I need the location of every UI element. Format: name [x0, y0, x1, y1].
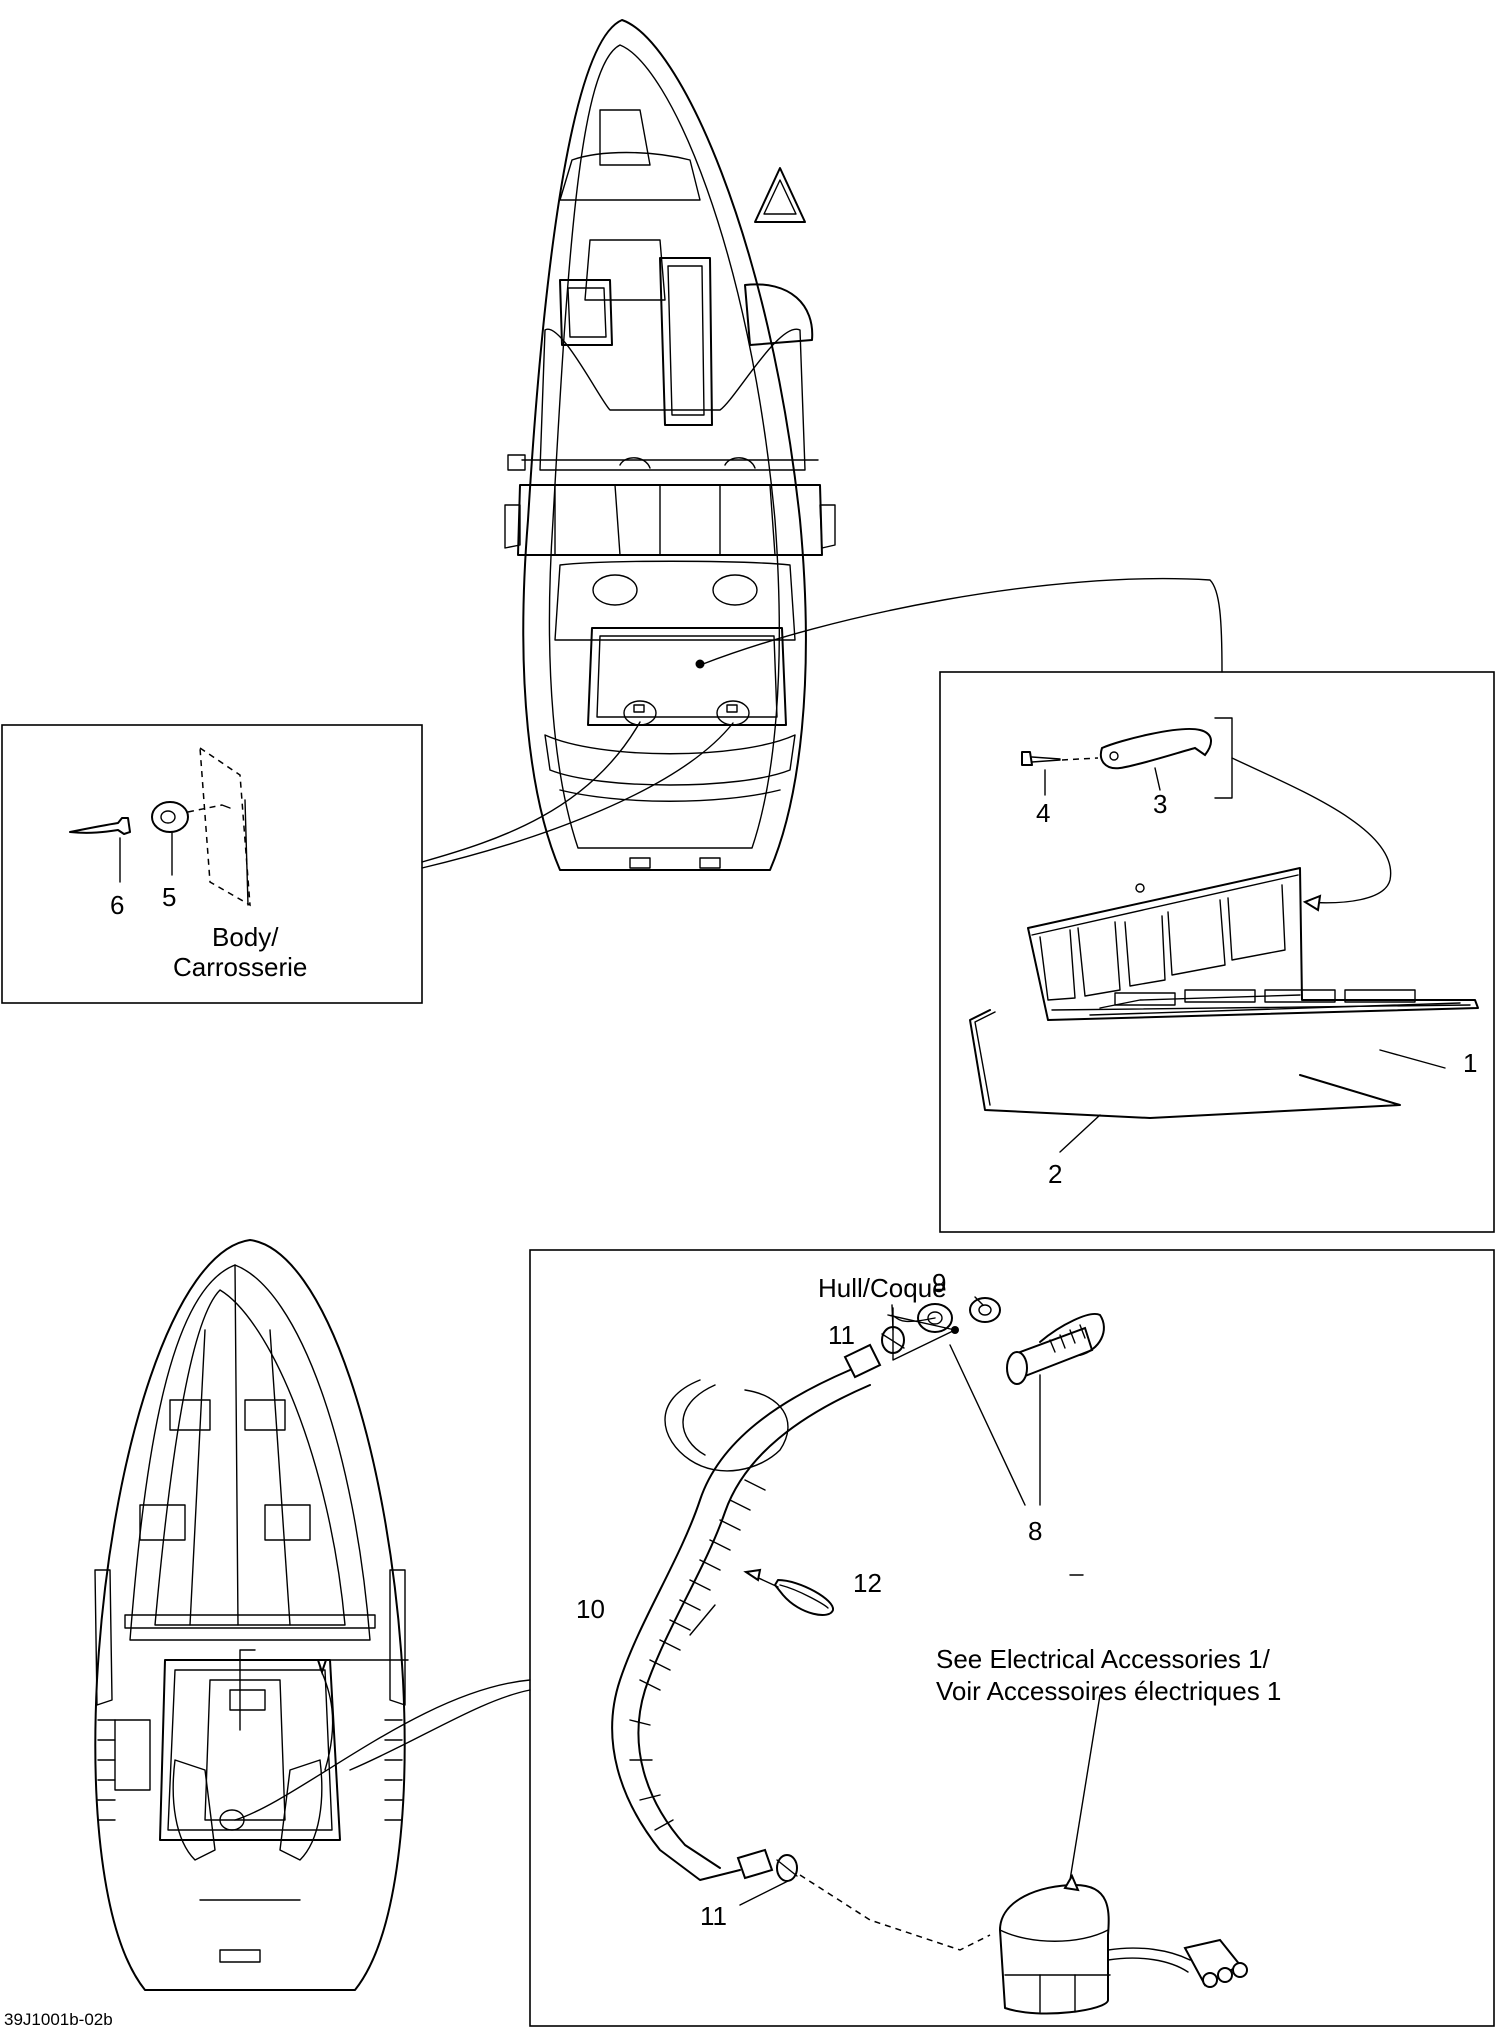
label-4: 4	[1036, 798, 1050, 828]
caption-body-line2: Carrosserie	[173, 952, 307, 982]
boat-deck-top-view	[504, 19, 836, 871]
label-10: 10	[576, 1594, 605, 1624]
label-1: 1	[1463, 1048, 1477, 1078]
leader-drain-to-left-box	[421, 721, 641, 863]
caption-electrical-line1: See Electrical Accessories 1/	[936, 1644, 1271, 1674]
callout-labels: 1 2 3 4 5 6 8 9 10 11 11 12	[110, 789, 1477, 1931]
label-9: 9	[932, 1268, 946, 1298]
leader-hull-caption	[892, 1307, 956, 1361]
label-3: 3	[1153, 789, 1167, 819]
bilge-pump-detail-box	[529, 1249, 1495, 2027]
storage-tray-detail-box	[702, 577, 1495, 1233]
captions: Body/ Carrosserie Hull/Coque See Electri…	[4, 922, 1281, 2029]
label-11-bottom: 11	[700, 1901, 727, 1931]
label-11-top: 11	[828, 1320, 855, 1350]
caption-body-line1: Body/	[212, 922, 279, 952]
label-5: 5	[162, 882, 176, 912]
label-12: 12	[853, 1568, 882, 1598]
caption-hull: Hull/Coque	[818, 1273, 947, 1303]
drain-plug-detail-box	[1, 724, 423, 1004]
label-8: 8	[1028, 1516, 1042, 1546]
drawing-code: 39J1001b-02b	[4, 2010, 113, 2029]
leader-hull-to-pump-box	[234, 1679, 531, 1821]
caption-electrical-line2: Voir Accessoires électriques 1	[936, 1676, 1281, 1706]
boat-hull-bottom-view	[94, 1239, 409, 1991]
label-2: 2	[1048, 1159, 1062, 1189]
label-6: 6	[110, 890, 124, 920]
